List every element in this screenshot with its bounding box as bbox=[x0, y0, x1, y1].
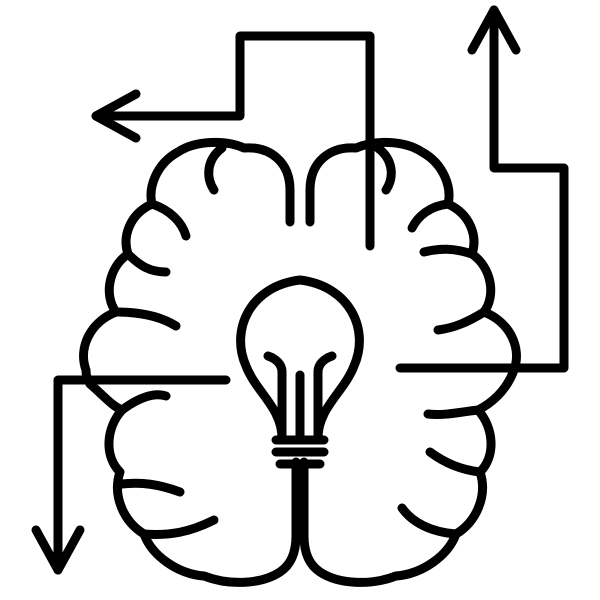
brain-left-hemisphere bbox=[79, 137, 301, 587]
arrow-up-path bbox=[395, 5, 569, 373]
brain-fold-right-3 bbox=[419, 244, 477, 259]
brain-fold-left-4 bbox=[111, 307, 181, 331]
brain-fold-right-2 bbox=[407, 199, 453, 233]
brain-fold-left-7 bbox=[139, 515, 219, 539]
brain-fold-left-5 bbox=[117, 390, 171, 415]
arrow-down-path bbox=[53, 375, 231, 575]
brain-fold-left-1 bbox=[204, 143, 227, 195]
brain-fold-right-7 bbox=[397, 503, 461, 539]
arrow-left-head bbox=[91, 89, 141, 143]
arrow-up-head bbox=[467, 5, 521, 55]
brain-fold-right-6 bbox=[425, 447, 485, 477]
brain-fold-right-1 bbox=[373, 143, 396, 195]
lightbulb-glass bbox=[236, 275, 364, 443]
brain-fold-left-3 bbox=[123, 249, 171, 277]
brain-fold-right-5 bbox=[423, 405, 483, 419]
lightbulb-base bbox=[271, 435, 329, 469]
brain-fold-left-2 bbox=[147, 199, 191, 241]
brain-fold-left-6 bbox=[117, 478, 185, 497]
arrow-left-path bbox=[91, 31, 375, 251]
arrow-down-head bbox=[31, 525, 85, 575]
lightbulb-filament bbox=[263, 351, 337, 443]
brain-fold-right-4 bbox=[433, 307, 489, 335]
